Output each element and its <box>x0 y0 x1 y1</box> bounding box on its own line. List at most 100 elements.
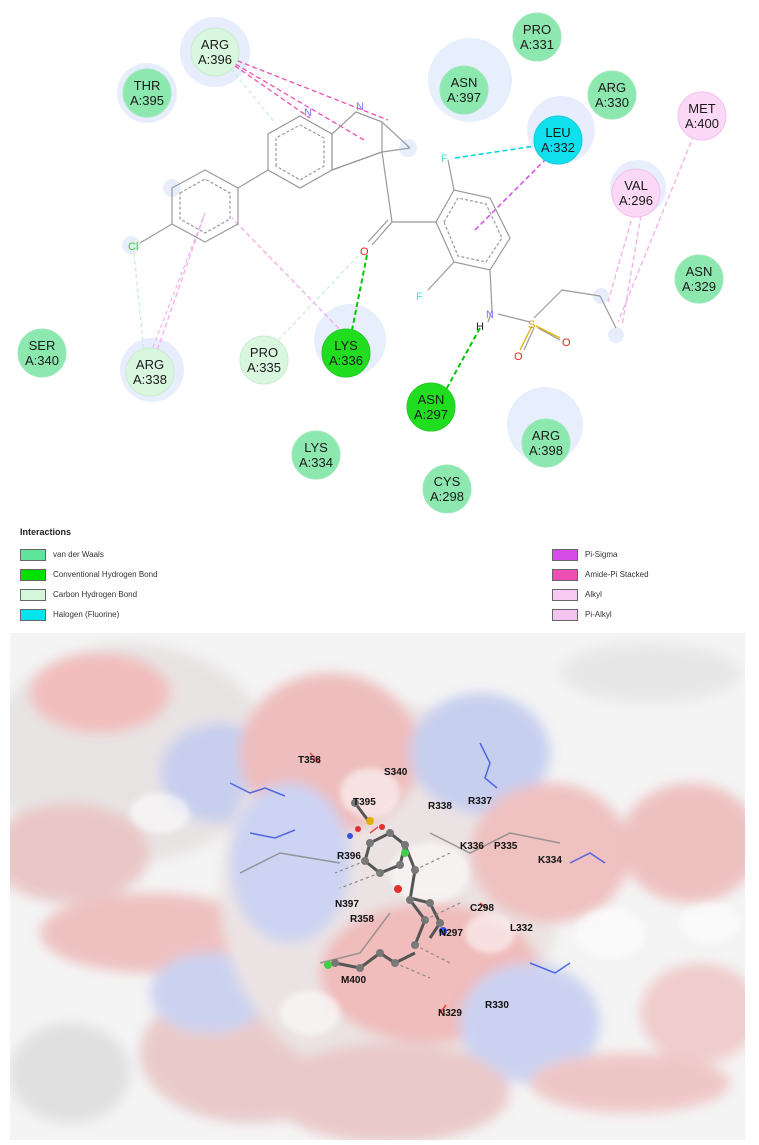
residue-disc <box>122 68 172 118</box>
residue-disc <box>611 168 661 218</box>
residue-disc <box>674 254 724 304</box>
residue-label-3d-m400: M400 <box>341 975 366 986</box>
atom-f-2: F <box>416 291 423 303</box>
residue-name: ASN <box>686 264 713 279</box>
atom-o-sulfonyl-2: O <box>562 337 571 349</box>
residue-disc <box>125 347 175 397</box>
residue-number: A:400 <box>685 116 719 131</box>
legend-label: Pi-Sigma <box>585 550 618 559</box>
residue-number: A:396 <box>198 52 232 67</box>
legend-swatch <box>552 569 578 581</box>
residue-number: A:331 <box>520 37 554 52</box>
residue-disc <box>406 382 456 432</box>
legend-swatch <box>20 549 46 561</box>
residue-disc <box>521 418 571 468</box>
residue-number: A:336 <box>329 353 363 368</box>
residue-name: LYS <box>334 338 358 353</box>
residue-label-3d-n397: N397 <box>335 899 359 910</box>
residue-name: LEU <box>545 125 570 140</box>
legend-swatch <box>20 609 46 621</box>
residue-number: A:329 <box>682 279 716 294</box>
residue-number: A:340 <box>25 353 59 368</box>
legend-swatch <box>20 569 46 581</box>
residue-label-3d-p335: P335 <box>494 841 518 852</box>
atom-labels: N N N O O O S H Cl F F <box>128 101 571 363</box>
legend-swatch <box>552 609 578 621</box>
residue-label-3d-t395: T395 <box>353 797 376 808</box>
residue-name: ARG <box>201 37 229 52</box>
atom-f-1: F <box>441 153 448 165</box>
residue-label-3d-n297: N297 <box>439 928 463 939</box>
residue-label-3d-k336: K336 <box>460 841 484 852</box>
residue-number: A:334 <box>299 455 333 470</box>
residue-number: A:296 <box>619 193 653 208</box>
residue-label-3d-n329: N329 <box>438 1008 462 1019</box>
residue-label-3d-k334: K334 <box>538 855 562 866</box>
legend-swatch <box>552 549 578 561</box>
atom-n-sulfonamide: N <box>486 309 494 321</box>
residue-disc <box>321 328 371 378</box>
residue-label-3d-l332: L332 <box>510 923 533 934</box>
residue-disc <box>17 328 67 378</box>
residue-name: VAL <box>624 178 648 193</box>
atom-o-sulfonyl-1: O <box>514 351 523 363</box>
residue-name: ASN <box>451 75 478 90</box>
residue-number: A:338 <box>133 372 167 387</box>
residue-name: ARG <box>136 357 164 372</box>
legend-label: van der Waals <box>53 550 104 559</box>
residue-number: A:397 <box>447 90 481 105</box>
residue-number: A:297 <box>414 407 448 422</box>
residue-label-3d-t358: T358 <box>298 755 321 766</box>
residue-name: LYS <box>304 440 328 455</box>
residue-name: THR <box>134 78 161 93</box>
atom-s: S <box>528 319 535 331</box>
residue-name: ASN <box>418 392 445 407</box>
legend-label: Carbon Hydrogen Bond <box>53 590 138 599</box>
residue-disc <box>239 335 289 385</box>
residue-halos <box>117 17 666 463</box>
residue-name: PRO <box>523 22 551 37</box>
atom-h: H <box>476 321 484 333</box>
residue-disc <box>512 12 562 62</box>
legend-swatch <box>20 589 46 601</box>
legend-label: Pi-Alkyl <box>585 610 612 619</box>
residue-name: PRO <box>250 345 278 360</box>
residue-number: A:298 <box>430 489 464 504</box>
interaction-diagram-2d: N N N O O O S H Cl F F ARGA:396PROA:331T… <box>17 12 727 514</box>
sulfonyl-bonds <box>519 325 561 351</box>
residue-name: MET <box>688 101 716 116</box>
residue-disc <box>677 91 727 141</box>
residue-number: A:330 <box>595 95 629 110</box>
residue-label-3d-r337: R337 <box>468 796 492 807</box>
residue-label-3d-r358: R358 <box>350 914 374 925</box>
residue-label-3d-r396: R396 <box>337 851 361 862</box>
ligand-3d <box>324 799 447 972</box>
residue-label-3d-r330: R330 <box>485 1000 509 1011</box>
residue-disc <box>422 464 472 514</box>
residue-label-3d-c298: C298 <box>470 903 494 914</box>
legend-label: Alkyl <box>585 590 602 599</box>
legend-title: Interactions <box>20 527 72 537</box>
ligand-structure <box>139 111 617 351</box>
residue-label-3d-r338: R338 <box>428 801 452 812</box>
atom-n-pyrrole: N <box>356 101 364 113</box>
residue-number: A:395 <box>130 93 164 108</box>
residue-disc <box>291 430 341 480</box>
residue-label-3d-s340: S340 <box>384 767 408 778</box>
